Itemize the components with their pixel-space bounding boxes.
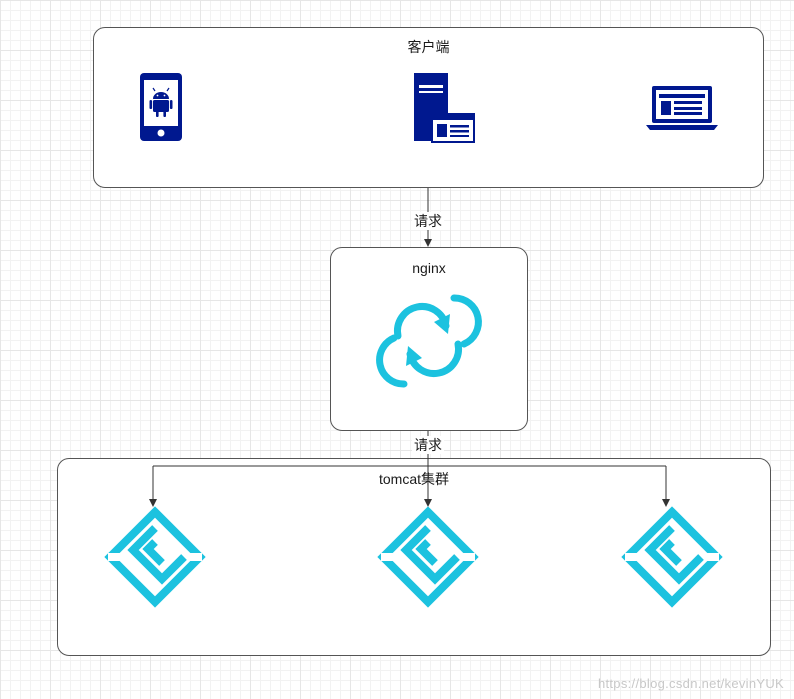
nginx-box[interactable]: nginx (330, 247, 528, 431)
client-title: 客户端 (407, 39, 450, 55)
tomcat-cluster-title: tomcat集群 (378, 471, 449, 487)
tomcat-node-icon-3[interactable] (621, 506, 723, 608)
sync-cloud-icon[interactable] (374, 292, 484, 388)
edge-label-client-nginx: 请求 (412, 212, 444, 230)
tomcat-node-icon-2[interactable] (377, 506, 479, 608)
edge-label-nginx-tomcat: 请求 (412, 436, 444, 454)
server-icon[interactable] (413, 72, 475, 143)
tomcat-node-icon-1[interactable] (104, 506, 206, 608)
watermark: https://blog.csdn.net/kevinYUK (597, 676, 784, 691)
laptop-icon[interactable] (646, 85, 718, 131)
nginx-title: nginx (412, 260, 446, 276)
android-phone-icon[interactable] (139, 72, 183, 142)
